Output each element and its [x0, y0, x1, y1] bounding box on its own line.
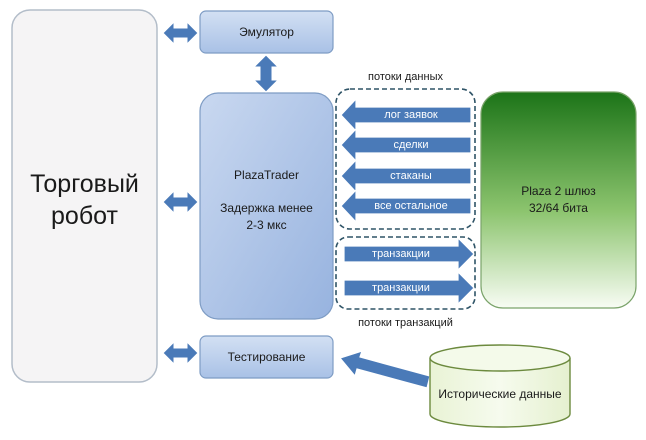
historical-data-cylinder — [429, 344, 571, 428]
data-streams-group — [335, 88, 476, 230]
plaza-gateway-box — [480, 91, 637, 309]
arrow-order-log — [340, 97, 472, 133]
transaction-streams-group — [335, 236, 476, 310]
plazatrader-box — [199, 92, 334, 320]
arrow-everything-else — [340, 188, 472, 224]
robot-emulator-arrow — [162, 20, 199, 46]
arrow-transactions-2 — [343, 270, 475, 306]
robot-testing-arrow — [162, 340, 199, 366]
trading-robot-box — [11, 9, 158, 383]
arrow-transactions-1 — [343, 236, 475, 272]
testing-box — [199, 335, 334, 379]
arrow-orderbooks — [340, 158, 472, 194]
historical-to-testing-arrow — [338, 350, 431, 389]
robot-plazatrader-arrow — [162, 189, 199, 215]
arrow-trades — [340, 127, 472, 163]
emulator-plazatrader-arrow — [252, 54, 280, 93]
emulator-box — [199, 10, 334, 54]
